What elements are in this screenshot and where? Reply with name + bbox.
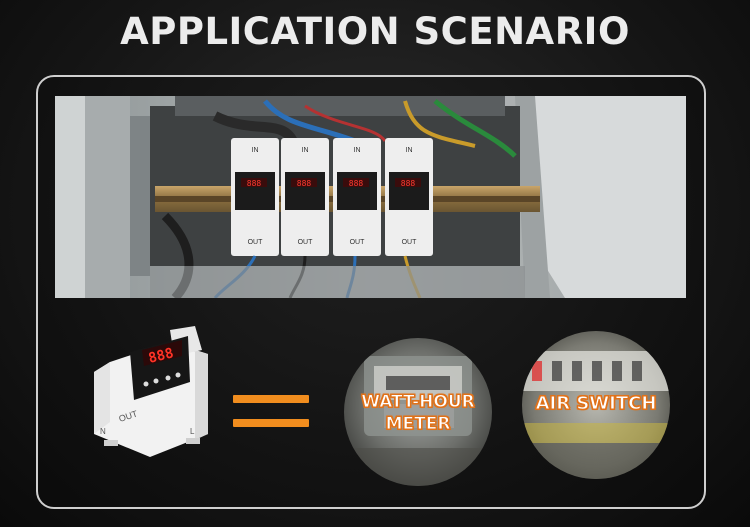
svg-text:IN: IN [252, 147, 259, 154]
product-image: 888 OUT N L [90, 322, 215, 462]
air-switch-label: AIR SWITCH [535, 393, 657, 415]
svg-text:888: 888 [401, 179, 416, 188]
svg-text:888: 888 [147, 345, 175, 367]
svg-text:OUT: OUT [248, 239, 264, 246]
svg-text:N: N [100, 427, 106, 436]
watt-hour-label-line2: METER [385, 414, 451, 435]
svg-text:OUT: OUT [298, 239, 314, 246]
svg-text:OUT: OUT [350, 239, 366, 246]
page-title: APPLICATION SCENARIO [120, 10, 630, 53]
svg-text:L: L [190, 427, 195, 436]
svg-text:IN: IN [406, 147, 413, 154]
air-switch-circle: AIR SWITCH [522, 331, 670, 479]
watt-hour-meter-circle: WATT-HOUR METER [344, 338, 492, 486]
svg-text:888: 888 [349, 179, 364, 188]
equals-bar-top [233, 395, 309, 403]
equals-sign [233, 395, 309, 429]
svg-text:IN: IN [354, 147, 361, 154]
equals-bar-bottom [233, 419, 309, 427]
svg-text:IN: IN [302, 147, 309, 154]
watt-hour-label-line1: WATT-HOUR [361, 392, 476, 413]
svg-text:OUT: OUT [402, 239, 418, 246]
svg-text:888: 888 [297, 179, 312, 188]
installation-photo: 888 IN OUT 888 IN OUT 888 IN OUT [55, 96, 686, 298]
svg-text:888: 888 [247, 179, 262, 188]
